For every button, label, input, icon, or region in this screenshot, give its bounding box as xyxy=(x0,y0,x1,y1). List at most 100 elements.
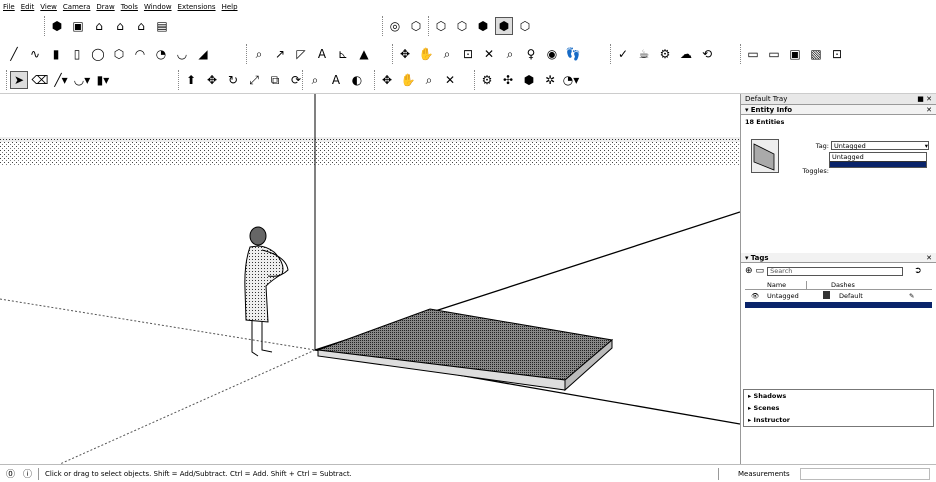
offset-icon[interactable]: ⧉ xyxy=(270,73,280,87)
look-around-icon[interactable]: ◉ xyxy=(546,47,558,61)
share-model-icon[interactable]: ✣ xyxy=(502,73,514,87)
pan-icon[interactable]: ✋ xyxy=(418,47,434,61)
protractor-icon[interactable]: ◸ xyxy=(296,47,306,61)
pencil-icon[interactable]: ✎ xyxy=(909,291,915,300)
axes-icon[interactable]: ⊾ xyxy=(337,47,349,61)
3d-text-icon[interactable]: ▲ xyxy=(359,47,369,61)
send-to-layout-icon[interactable]: ⟲ xyxy=(701,47,713,61)
two-point-arc-icon[interactable]: ◡ xyxy=(176,47,188,61)
details-arrow-icon[interactable]: ➲ xyxy=(914,266,922,276)
tape-measure-icon[interactable]: ⌕ xyxy=(255,47,263,61)
info-icon[interactable]: ⓘ xyxy=(23,470,33,480)
shape-tool-icon[interactable]: ▮▾ xyxy=(96,73,110,87)
rectangle-icon[interactable]: ▮ xyxy=(52,47,60,61)
text-tool-icon[interactable]: A xyxy=(331,73,341,87)
menu-help[interactable]: Help xyxy=(221,3,238,11)
dimension-icon[interactable]: ↗ xyxy=(274,47,286,61)
arc-tool-icon[interactable]: ◡▾ xyxy=(73,73,91,87)
move-icon[interactable]: ✥ xyxy=(206,73,218,87)
user-icon[interactable]: ◔▾ xyxy=(562,73,580,87)
hidden-line-icon[interactable]: ⬡ xyxy=(456,19,468,33)
walk-icon[interactable]: 👣 xyxy=(565,47,581,61)
select-icon[interactable]: ➤ xyxy=(10,71,28,89)
instructor-panel-header[interactable]: ▸ Instructor xyxy=(744,414,933,426)
monochrome-icon[interactable]: ⬡ xyxy=(519,19,531,33)
shadows-panel-header[interactable]: ▸ Shadows xyxy=(744,390,933,402)
zoom-extents-icon[interactable]: ✕ xyxy=(483,47,495,61)
entity-info-header[interactable]: ▾ Entity Info ✕ xyxy=(741,105,936,115)
tag-dropdown-selected[interactable] xyxy=(830,161,926,167)
cloud-icon[interactable]: ☁ xyxy=(680,47,692,61)
lock-icon[interactable]: ⊡ xyxy=(831,47,843,61)
back-edges-icon[interactable]: ⬡ xyxy=(410,19,422,33)
wireframe-icon[interactable]: ⬡ xyxy=(435,19,447,33)
paint-bucket-icon[interactable]: ◐ xyxy=(351,73,363,87)
menu-draw[interactable]: Draw xyxy=(96,3,115,11)
section-fill-icon[interactable]: ▧ xyxy=(810,47,822,61)
arc-icon[interactable]: ◠ xyxy=(134,47,146,61)
table-row-selected[interactable] xyxy=(745,302,932,308)
col-dashes[interactable]: Dashes xyxy=(831,280,855,289)
modeling-viewport[interactable] xyxy=(0,94,740,464)
circle-icon[interactable]: ◯ xyxy=(91,47,105,61)
zoom-extents-tool-icon[interactable]: ✕ xyxy=(444,73,456,87)
3d-warehouse-icon[interactable]: ⚙ xyxy=(481,73,493,87)
zoom-tool-icon[interactable]: ⌕ xyxy=(425,73,433,87)
eye-icon[interactable]: 👁 xyxy=(751,291,760,300)
pie-icon[interactable]: ◔ xyxy=(155,47,167,61)
polygon-icon[interactable]: ⬡ xyxy=(113,47,125,61)
menu-edit[interactable]: Edit xyxy=(20,3,35,11)
freehand-icon[interactable]: ∿ xyxy=(29,47,41,61)
tray-close-icon[interactable]: ■ ✕ xyxy=(917,95,932,103)
pan-tool-icon[interactable]: ✋ xyxy=(400,73,416,87)
extension-icon[interactable]: ✲ xyxy=(544,73,556,87)
line-icon[interactable]: ╱ xyxy=(10,47,18,61)
check-icon[interactable]: ✓ xyxy=(617,47,629,61)
shaded-icon[interactable]: ⬢ xyxy=(477,19,489,33)
three-point-arc-icon[interactable]: ◢ xyxy=(198,47,208,61)
geolocation-icon[interactable]: ⓪ xyxy=(6,470,16,480)
menu-file[interactable]: File xyxy=(3,3,15,11)
text-icon[interactable]: A xyxy=(317,47,327,61)
scenes-panel-header[interactable]: ▸ Scenes xyxy=(744,402,933,414)
measurements-input[interactable] xyxy=(800,468,930,480)
share-component-icon[interactable]: ⬢ xyxy=(523,73,535,87)
display-section-planes-icon[interactable]: ▭ xyxy=(768,47,780,61)
zoom-window-icon[interactable]: ⊡ xyxy=(462,47,474,61)
rotated-rectangle-icon[interactable]: ▯ xyxy=(73,47,81,61)
zoom-icon[interactable]: ⌕ xyxy=(443,47,451,61)
back-view-icon[interactable]: ⌂ xyxy=(137,19,145,33)
previous-view-icon[interactable]: ⌕ xyxy=(506,47,514,61)
shaded-textures-icon[interactable]: ⬢ xyxy=(495,17,513,35)
xray-icon[interactable]: ◎ xyxy=(389,19,401,33)
left-view-icon[interactable]: ▤ xyxy=(156,19,168,33)
menu-tools[interactable]: Tools xyxy=(120,3,138,11)
orbit-tool-icon[interactable]: ✥ xyxy=(381,73,393,87)
menu-view[interactable]: View xyxy=(40,3,57,11)
tag-dropdown-option[interactable]: Untagged xyxy=(832,153,864,161)
section-plane-icon[interactable]: ▭ xyxy=(747,47,759,61)
display-section-cuts-icon[interactable]: ▣ xyxy=(789,47,801,61)
iso-view-icon[interactable]: ⬢ xyxy=(51,19,63,33)
menu-window[interactable]: Window xyxy=(143,3,172,11)
push-pull-icon[interactable]: ⬆ xyxy=(185,73,197,87)
top-view-icon[interactable]: ▣ xyxy=(72,19,84,33)
tag-search-input[interactable]: Search xyxy=(767,266,904,276)
scale-icon[interactable]: ⤢ xyxy=(249,73,259,87)
panel-close-icon[interactable]: ✕ xyxy=(926,253,932,262)
tag-color-swatch[interactable] xyxy=(823,290,830,299)
tag-select[interactable]: Untagged ▾ xyxy=(831,141,929,150)
teapot-icon[interactable]: ☕ xyxy=(638,47,650,61)
menu-extensions[interactable]: Extensions xyxy=(177,3,216,11)
col-name[interactable]: Name xyxy=(767,280,807,289)
front-view-icon[interactable]: ⌂ xyxy=(95,19,103,33)
menu-camera[interactable]: Camera xyxy=(62,3,91,11)
panel-close-icon[interactable]: ✕ xyxy=(926,105,932,114)
follow-me-icon[interactable]: ⟳ xyxy=(290,73,302,87)
eraser-icon[interactable]: ⌫ xyxy=(31,73,49,87)
orbit-icon[interactable]: ✥ xyxy=(399,47,411,61)
table-row[interactable]: 👁 Untagged Default ✎ xyxy=(745,290,932,301)
line-tool-icon[interactable]: ╱▾ xyxy=(54,73,68,87)
extension-warehouse-icon[interactable]: ⚙ xyxy=(659,47,671,61)
right-view-icon[interactable]: ⌂ xyxy=(116,19,124,33)
